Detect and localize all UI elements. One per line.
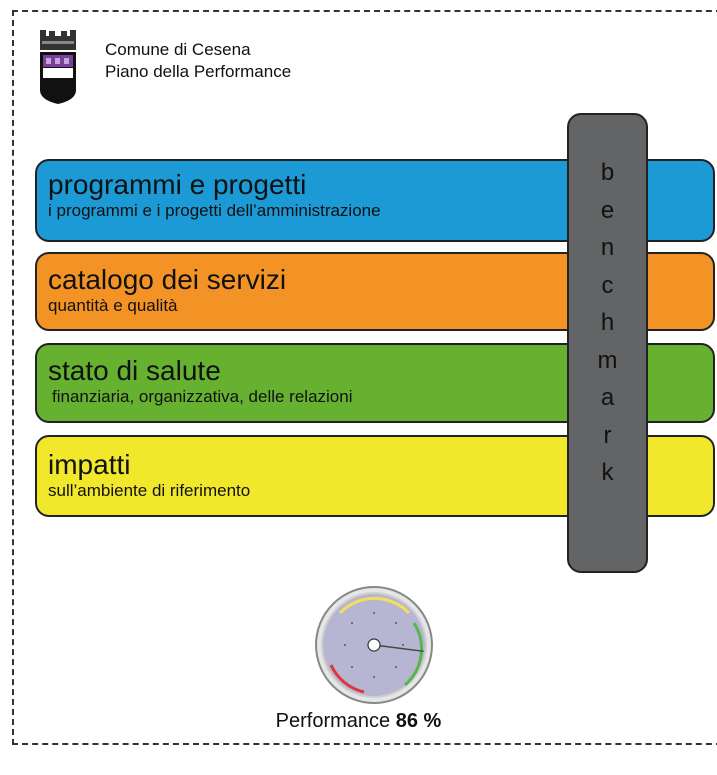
band-title: programmi e progetti	[48, 169, 307, 200]
doc-title: Piano della Performance	[105, 62, 292, 81]
city-crest-icon	[40, 30, 76, 104]
benchmark-letter: h	[600, 309, 615, 336]
gauge-yellow-zone	[338, 596, 411, 615]
benchmark-letter: e	[600, 196, 615, 224]
benchmark-letter: r	[603, 421, 612, 449]
band-title: impatti	[48, 449, 131, 480]
performance-gauge	[309, 583, 439, 713]
gauge-green-zone	[404, 622, 423, 687]
band-subtitle: quantità e qualità	[48, 296, 178, 315]
benchmark-letter: m	[597, 346, 618, 374]
benchmark-letter: c	[601, 271, 614, 299]
gauge-hub	[367, 638, 381, 652]
benchmark-letter: k	[601, 459, 614, 486]
benchmark-letter: a	[600, 384, 615, 411]
performance-value: 86 %	[395, 710, 442, 732]
performance-label: Performance	[275, 710, 391, 732]
gauge-dial	[315, 586, 433, 704]
gauge-red-zone	[329, 664, 365, 694]
benchmark-letter: n	[600, 234, 615, 261]
org-name: Comune di Cesena	[105, 40, 251, 59]
band-title: stato di salute	[48, 355, 221, 386]
benchmark-letter: b	[600, 159, 615, 186]
band-subtitle: finanziaria, organizzativa, delle relazi…	[52, 387, 353, 406]
band-subtitle: sull’ambiente di riferimento	[48, 481, 251, 500]
performance-readout: Performance 86 %	[0, 710, 717, 733]
gauge-needle	[373, 644, 424, 652]
dashed-frame	[12, 10, 717, 745]
band-subtitle: i programmi e i progetti dell’amministra…	[48, 201, 381, 220]
band-title: catalogo dei servizi	[48, 264, 287, 295]
